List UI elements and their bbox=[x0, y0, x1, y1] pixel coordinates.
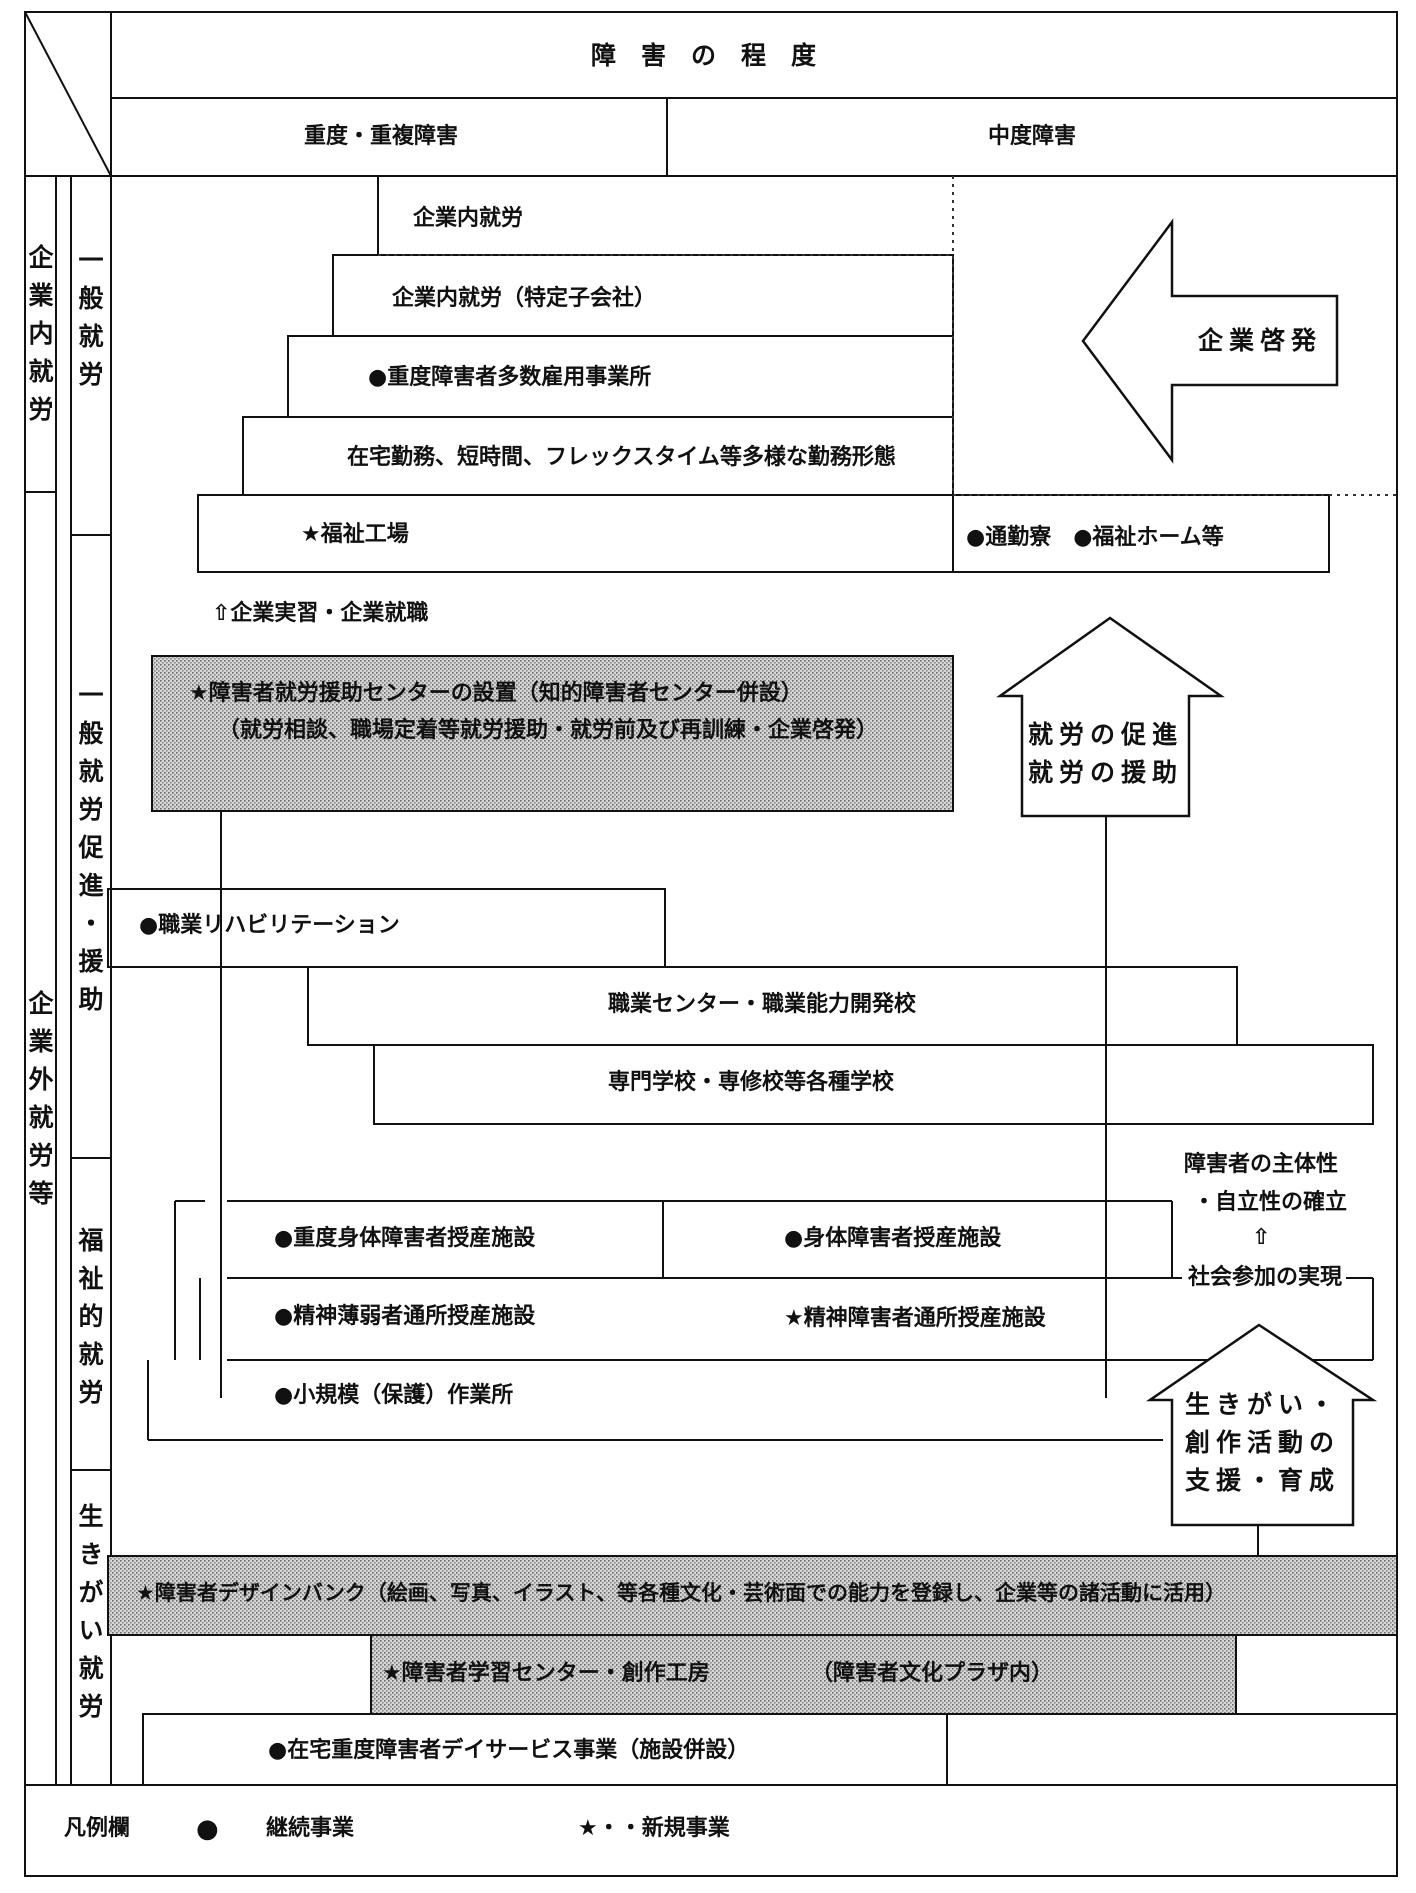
arrow-keihatsu-text: 企業啓発 bbox=[1197, 326, 1322, 355]
outer-frame bbox=[24, 11, 1398, 1877]
side-text-1: 障害者の主体性 bbox=[1184, 1152, 1339, 1177]
label-gakushu: ★障害者学習センター・創作工房 bbox=[382, 1661, 710, 1686]
label-senmon: 専門学校・専修校等各種学校 bbox=[608, 1070, 895, 1095]
row-label-kigyo-nai: 企業内就労 bbox=[25, 244, 54, 434]
label-shokugyo-center: 職業センター・職業能力開発校 bbox=[608, 992, 917, 1017]
arrow-ikigai-text-2: 創作活動の bbox=[1184, 1428, 1340, 1457]
label-center-2: （就労相談、職場定着等就労援助・就労前及び再訓練・企業啓発） bbox=[218, 718, 879, 743]
box-tsukin bbox=[952, 494, 1330, 573]
arrow-ikigai-text-1: 生きがい・ bbox=[1184, 1390, 1340, 1419]
label-seishin-shogai: ★精神障害者通所授産施設 bbox=[784, 1306, 1046, 1331]
label-design-bank: ★障害者デザインバンク（絵画、写真、イラスト、等各種文化・芸術面での能力を登録し… bbox=[136, 1581, 1227, 1605]
arrow-ikigai-text-3: 支援・育成 bbox=[1184, 1466, 1340, 1495]
arrow-keihatsu-shape bbox=[1081, 218, 1339, 464]
label-center-1: ★障害者就労援助センターの設置（知的障害者センター併設） bbox=[189, 681, 803, 706]
arrow-sokushin-text-2: 就労の援助 bbox=[1027, 758, 1183, 787]
row-label-ikigai: 生きがい就労 bbox=[75, 1503, 104, 1731]
side-text-3: 社会参加の実現 bbox=[1184, 1267, 1347, 1289]
header-title: 障 害 の 程 度 bbox=[591, 41, 817, 70]
side-text-arrow: ⇧ bbox=[1252, 1225, 1271, 1250]
arrow-sokushin-shape bbox=[996, 616, 1225, 818]
legend-circle-label: 継続事業 bbox=[266, 1816, 355, 1841]
arrow-sokushin-text-1: 就労の促進 bbox=[1027, 720, 1183, 749]
header-moderate: 中度障害 bbox=[988, 124, 1077, 149]
row-label-fukushi: 福祉的就労 bbox=[75, 1227, 104, 1417]
side-text-2: ・自立性の確立 bbox=[1193, 1190, 1348, 1215]
label-shokugyo-reha: ●職業リハビリテーション bbox=[139, 913, 400, 938]
label-tasu-koyo: ●重度障害者多数雇用事業所 bbox=[368, 365, 652, 390]
label-tsukin: ●通勤寮 ●福祉ホーム等 bbox=[966, 525, 1224, 550]
label-shintai: ●身体障害者授産施設 bbox=[784, 1226, 1002, 1251]
arrow-ikigai-shape bbox=[1145, 1323, 1378, 1527]
label-shokibo: ●小規模（保護）作業所 bbox=[274, 1383, 514, 1408]
label-zaitaku: 在宅勤務、短時間、フレックスタイム等多様な勤務形態 bbox=[347, 445, 896, 470]
box-day-service bbox=[142, 1713, 1398, 1786]
box-gakushu bbox=[370, 1634, 1237, 1715]
row-label-ippan-shuro: 一般就労 bbox=[75, 247, 104, 399]
label-judo-jushin: ●重度身体障害者授産施設 bbox=[274, 1226, 536, 1251]
row-label-kigyo-gai: 企業外就労等 bbox=[25, 990, 54, 1218]
label-day-service: ●在宅重度障害者デイサービス事業（施設併設） bbox=[268, 1738, 750, 1763]
box-center bbox=[151, 655, 954, 812]
legend-circle: ● bbox=[196, 1814, 219, 1844]
label-tokutei: 企業内就労（特定子会社） bbox=[392, 286, 657, 311]
label-fukushi-kojo: ★福祉工場 bbox=[301, 522, 409, 547]
label-kigyo-nai-shuro: 企業内就労 bbox=[413, 206, 524, 231]
legend-star-label: ★・・新規事業 bbox=[578, 1816, 730, 1841]
header-severe: 重度・重複障害 bbox=[304, 124, 459, 149]
box-design-bank bbox=[107, 1555, 1398, 1636]
label-bunka-plaza: （障害者文化プラザ内） bbox=[811, 1661, 1054, 1686]
box-senmon bbox=[373, 1044, 1374, 1125]
row-label-ippan-sokushin: 一般就労促進・援助 bbox=[75, 682, 104, 1024]
label-seishin-hakujaku: ●精神薄弱者通所授産施設 bbox=[274, 1304, 536, 1329]
legend-title: 凡例欄 bbox=[64, 1816, 131, 1841]
label-jisshu: ⇧企業実習・企業就職 bbox=[212, 601, 429, 626]
